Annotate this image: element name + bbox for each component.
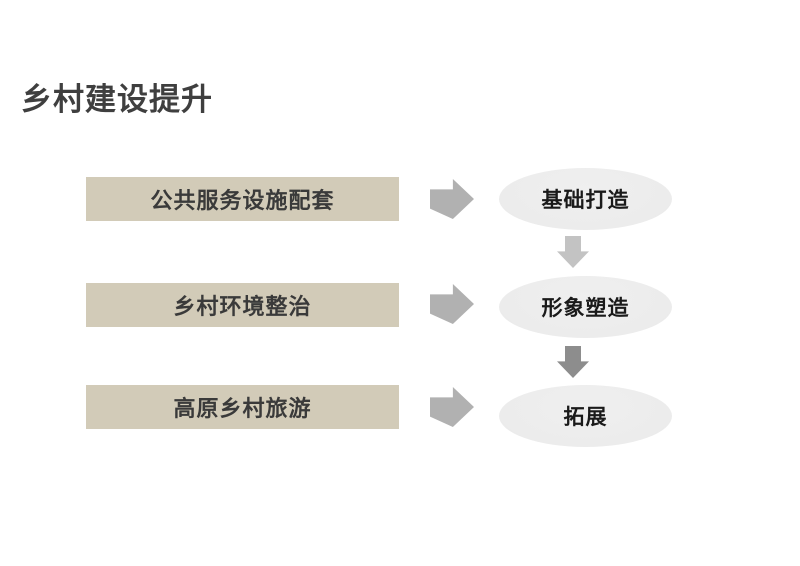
down-arrow-icon [557, 236, 589, 268]
stage-ellipse-label: 拓展 [563, 406, 608, 429]
right-arrow-icon [430, 179, 474, 219]
page-title: 乡村建设提升 [21, 82, 213, 117]
process-bar-label: 高原乡村旅游 [173, 396, 312, 421]
down-arrow-icon [557, 346, 589, 378]
process-bar-label: 公共服务设施配套 [150, 188, 335, 213]
process-bar-rural-environment: 乡村环境整治 [86, 283, 399, 327]
process-bar-public-service-facilities: 公共服务设施配套 [86, 177, 399, 221]
stage-ellipse-label: 形象塑造 [541, 297, 630, 320]
process-bar-label: 乡村环境整治 [173, 294, 312, 319]
stage-ellipse-foundation: 基础打造 [499, 168, 672, 230]
right-arrow-icon [430, 387, 474, 427]
stage-ellipse-label: 基础打造 [541, 189, 630, 212]
process-bar-plateau-rural-tourism: 高原乡村旅游 [86, 385, 399, 429]
right-arrow-icon [430, 284, 474, 324]
stage-ellipse-expansion: 拓展 [499, 385, 672, 447]
stage-ellipse-image-shaping: 形象塑造 [499, 276, 672, 338]
